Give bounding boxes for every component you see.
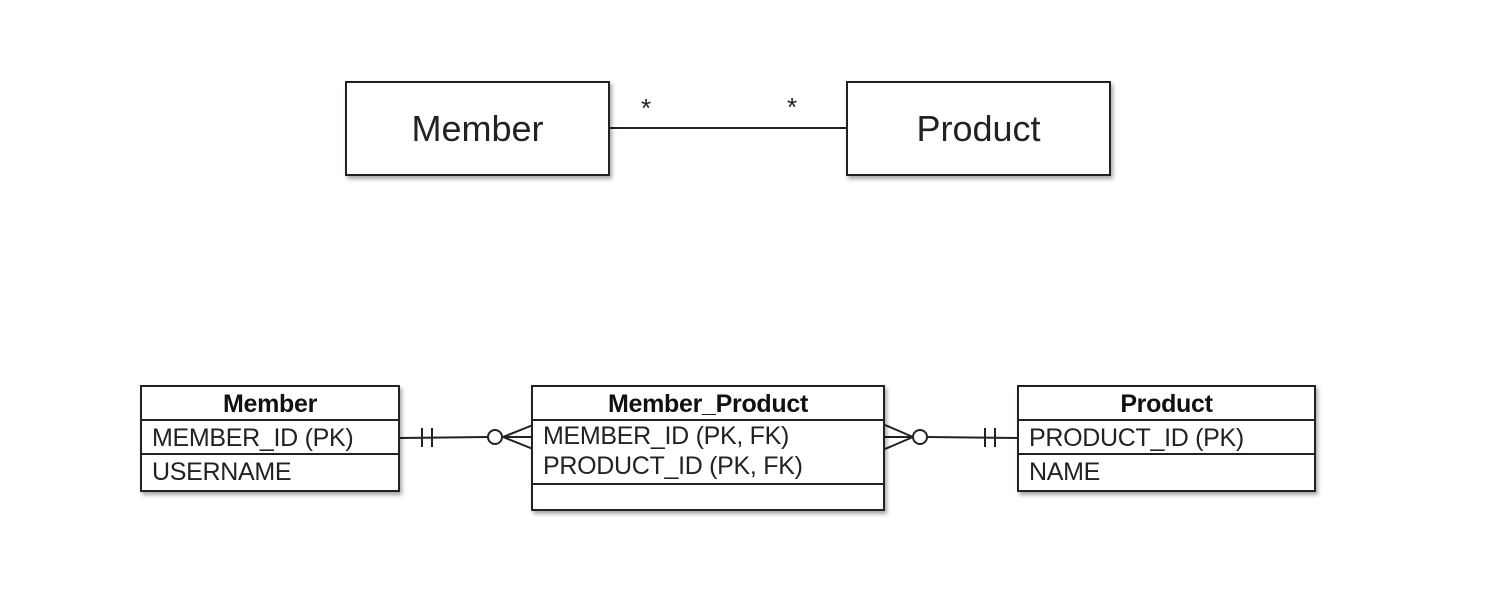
erd-table-product-title: Product [1019,387,1314,421]
erd-table-member-title: Member [142,387,398,421]
relationship-member-memberproduct [399,424,534,450]
erd-table-member: Member MEMBER_ID (PK) USERNAME [140,385,400,492]
uml-class-product: Product [846,81,1111,176]
erd-table-member-product: Member_Product MEMBER_ID (PK, FK) PRODUC… [531,385,885,511]
uml-class-product-label: Product [916,107,1041,149]
erd-table-member-product-title: Member_Product [533,387,883,421]
uml-class-member: Member [345,81,610,176]
erd-member-product-column: MEMBER_ID (PK, FK) [543,422,790,450]
erd-member-column: USERNAME [152,458,292,486]
relationship-memberproduct-product [884,424,1019,450]
erd-member-product-column: PRODUCT_ID (PK, FK) [543,452,803,480]
uml-left-multiplicity: * [641,93,652,123]
erd-member-column: MEMBER_ID (PK) [142,421,398,455]
erd-member-product-attributes [533,485,883,511]
erd-product-column: NAME [1029,458,1101,486]
erd-table-product: Product PRODUCT_ID (PK) NAME [1017,385,1316,492]
erd-product-column: PRODUCT_ID (PK) [1019,421,1314,455]
uml-right-multiplicity: * [787,92,798,122]
erd-member-product-keys: MEMBER_ID (PK, FK) PRODUCT_ID (PK, FK) [533,421,883,485]
uml-class-member-label: Member [411,107,544,149]
